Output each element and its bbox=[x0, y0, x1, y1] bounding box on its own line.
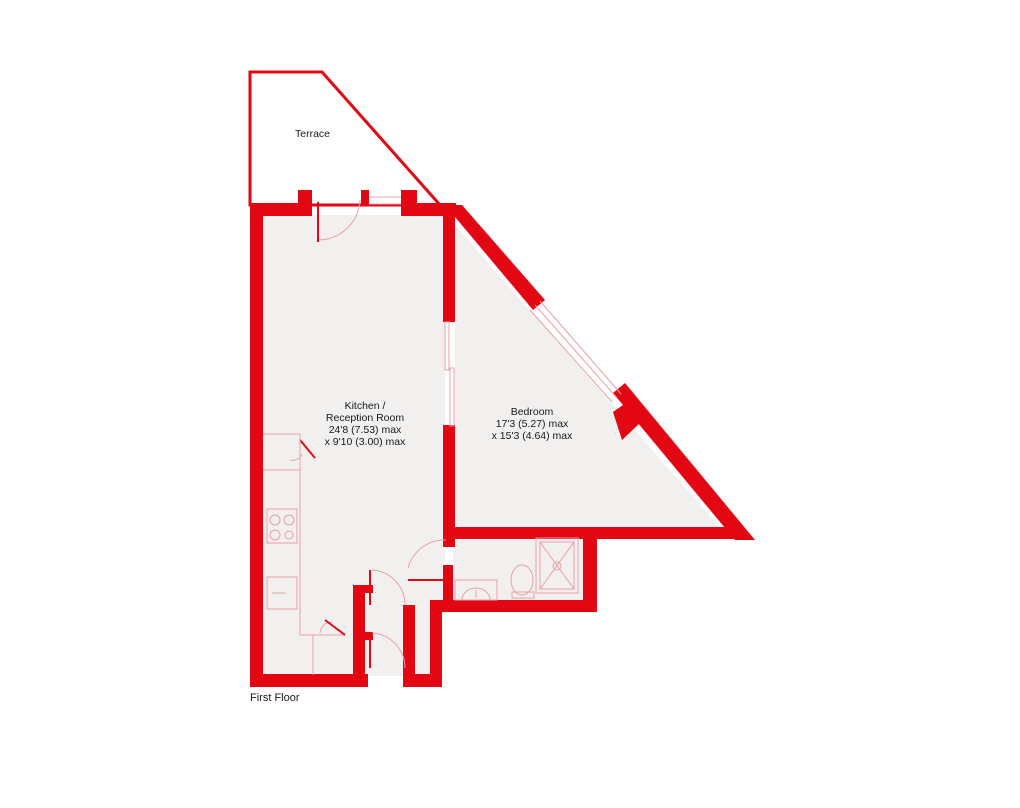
window-icon bbox=[529, 300, 622, 403]
floor-label: First Floor bbox=[250, 692, 300, 704]
sink-icon bbox=[266, 576, 298, 610]
walls bbox=[250, 190, 755, 687]
kitchen-floor bbox=[262, 215, 445, 676]
room-name: Reception Room bbox=[325, 412, 405, 424]
hob-icon bbox=[266, 508, 298, 544]
room-name: Kitchen / bbox=[344, 400, 386, 412]
door-leaf bbox=[299, 202, 446, 668]
shower-icon bbox=[535, 537, 579, 594]
room-dimension: 17'3 (5.27) max bbox=[495, 418, 569, 430]
bedroom-label: Bedroom 17'3 (5.27) max x 15'3 (4.64) ma… bbox=[462, 406, 602, 442]
room-dimension: x 9'10 (3.00) max bbox=[324, 436, 406, 448]
room-name: Bedroom bbox=[510, 406, 554, 418]
bedroom-floor bbox=[455, 225, 725, 533]
room-name: Terrace bbox=[294, 128, 330, 140]
window-icon bbox=[369, 196, 401, 205]
room-dimension: 24'8 (7.53) max bbox=[328, 424, 402, 436]
room-dimension: x 15'3 (4.64) max bbox=[491, 430, 573, 442]
door-swing-icon bbox=[289, 199, 447, 669]
terrace-label: Terrace bbox=[270, 128, 355, 140]
bathroom-floor bbox=[453, 540, 583, 600]
kitchen-label: Kitchen / Reception Room 24'8 (7.53) max… bbox=[300, 400, 430, 448]
basin-icon bbox=[454, 579, 498, 601]
toilet-icon bbox=[510, 564, 535, 599]
sliding-door bbox=[444, 321, 455, 427]
floor-name: First Floor bbox=[250, 692, 300, 704]
kitchen-counter bbox=[263, 433, 343, 675]
